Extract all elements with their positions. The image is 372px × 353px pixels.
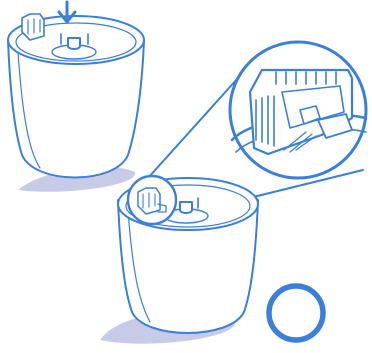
circle-ring-icon [269,286,323,340]
container-after [100,176,258,344]
container-before [8,2,144,192]
container-after-post [180,202,192,210]
container-before-post [68,38,80,46]
magnified-detail [230,42,366,178]
container-before-clip [22,14,44,40]
